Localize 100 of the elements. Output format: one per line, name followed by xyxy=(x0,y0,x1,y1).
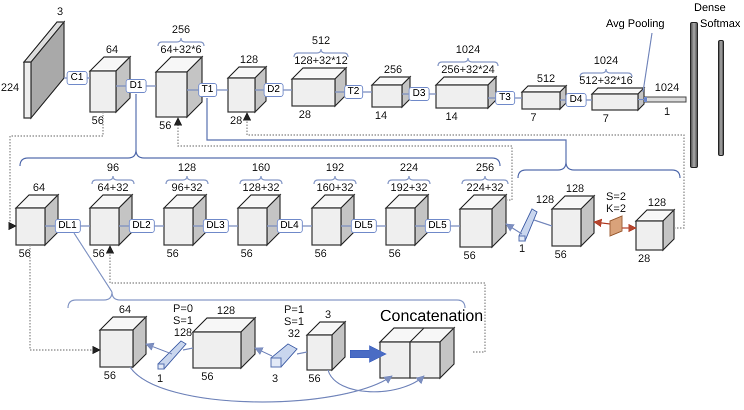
dimension-label: 56 xyxy=(92,248,105,260)
dimension-label: 56 xyxy=(201,371,214,383)
dimension-label: 56 xyxy=(388,248,401,260)
dimension-label: 56 xyxy=(166,248,179,260)
dimension-label: S=1 xyxy=(173,315,193,327)
dotted-arrow xyxy=(242,112,685,229)
layer-label: DL2 xyxy=(128,219,155,233)
operation-label: Concatenation xyxy=(380,308,484,326)
arrow xyxy=(593,218,610,228)
dimension-label: 224 xyxy=(0,82,20,94)
dotted-arrow xyxy=(106,245,486,353)
dimension-label: 56 xyxy=(308,373,321,385)
dimension-label: 64 xyxy=(32,182,46,194)
dimension-label: 3 xyxy=(56,6,64,18)
dotted-arrow xyxy=(174,117,513,201)
dimension-label: 512 xyxy=(312,35,330,47)
dimension-label: 64 xyxy=(106,44,118,56)
dimension-label: 128 xyxy=(566,183,584,195)
arrow xyxy=(145,342,172,355)
dotted-arrow xyxy=(8,112,104,230)
dimension-label: 28 xyxy=(298,109,312,121)
layer-label: D2 xyxy=(263,83,284,97)
leader-line xyxy=(642,32,653,92)
dimension-label: 96 xyxy=(106,162,120,174)
connector-line xyxy=(534,219,552,227)
dimension-label: 3 xyxy=(324,309,332,321)
arrow xyxy=(622,224,637,232)
dimension-label: 56 xyxy=(159,120,172,132)
dimension-label: 1024 xyxy=(456,44,480,56)
dimension-label: 128 xyxy=(174,327,192,339)
layer-label: D1 xyxy=(126,79,146,93)
dotted-arrow xyxy=(29,245,101,354)
dimension-label: 7 xyxy=(530,112,536,124)
dimension-label: 128 xyxy=(216,305,236,317)
dimension-label: 160+32 xyxy=(316,182,354,194)
layer-label: DL5 xyxy=(350,219,377,233)
connector-line xyxy=(296,351,308,355)
dimension-label: 192 xyxy=(326,162,344,174)
dimension-label: 128 xyxy=(536,194,554,206)
dimension-label: 128+32 xyxy=(242,182,280,194)
layer-label: T3 xyxy=(495,91,515,105)
layer-name: Dense xyxy=(694,2,726,14)
dimension-label: 3 xyxy=(272,373,278,385)
layer-name: Softmax xyxy=(700,18,740,30)
dimension-label: 128+32*12 xyxy=(294,55,348,67)
dimension-label: 128 xyxy=(648,197,666,209)
dimension-label: 160 xyxy=(252,162,270,174)
layer-label: DL3 xyxy=(202,219,229,233)
dimension-label: K=2 xyxy=(606,203,626,215)
dimension-label: S=2 xyxy=(606,191,626,203)
dimension-label: 512+32*16 xyxy=(579,75,633,87)
dimension-label: 28 xyxy=(230,115,242,127)
block-arrow xyxy=(350,345,387,363)
dimension-label: 56 xyxy=(314,248,327,260)
layer-label: T2 xyxy=(344,85,364,99)
dimension-label: 1 xyxy=(518,243,526,255)
dimension-label: 96+32 xyxy=(172,182,202,194)
dimension-label: 192+32 xyxy=(390,182,428,194)
dimension-label: 56 xyxy=(554,249,567,261)
dimension-label: 7 xyxy=(602,113,609,125)
arrow xyxy=(254,347,272,357)
dimension-label: 512 xyxy=(536,73,556,85)
dimension-label: 256+32*24 xyxy=(441,64,495,76)
connector-line xyxy=(638,98,644,100)
dimension-label: 14 xyxy=(445,111,458,123)
layer-label: DL4 xyxy=(276,219,303,233)
dimension-label: 224+32 xyxy=(466,182,504,194)
dimension-label: 56 xyxy=(18,248,31,260)
dimension-label: 256 xyxy=(384,64,402,76)
dimension-label: 128 xyxy=(178,162,196,174)
dimension-label: 256 xyxy=(476,162,494,174)
dimension-label: 32 xyxy=(288,328,300,340)
dimension-label: 56 xyxy=(240,248,253,260)
dimension-label: 56 xyxy=(104,370,116,382)
dimension-label: 1 xyxy=(156,373,164,385)
dimension-label: S=1 xyxy=(284,316,304,328)
dimension-label: P=1 xyxy=(284,304,304,316)
dimension-label: 64+32*6 xyxy=(160,44,202,56)
dimension-label: 1024 xyxy=(594,55,618,67)
dimension-label: 224 xyxy=(400,162,418,174)
layer-label: DL1 xyxy=(54,219,81,233)
dimension-label: 28 xyxy=(638,253,650,265)
dimension-label: 1 xyxy=(664,106,670,118)
dimension-label: 128 xyxy=(240,54,258,66)
dimension-label: 64+32 xyxy=(98,182,128,194)
dimension-label: 56 xyxy=(463,250,476,262)
layer-label: C1 xyxy=(66,71,88,85)
layer-name: Avg Pooling xyxy=(606,18,665,30)
arrow xyxy=(130,366,393,402)
dimension-label: 56 xyxy=(92,115,104,127)
dimension-label: 14 xyxy=(374,110,388,122)
arrow xyxy=(327,370,425,392)
arrow xyxy=(505,224,522,234)
dimension-label: P=0 xyxy=(173,303,193,315)
dimension-label: 1024 xyxy=(654,82,680,94)
connector-line xyxy=(182,347,194,351)
layer-label: DL5 xyxy=(424,219,451,233)
dimension-label: 256 xyxy=(172,24,190,36)
layer-label: T1 xyxy=(198,83,218,97)
layer-label: D3 xyxy=(408,87,430,101)
